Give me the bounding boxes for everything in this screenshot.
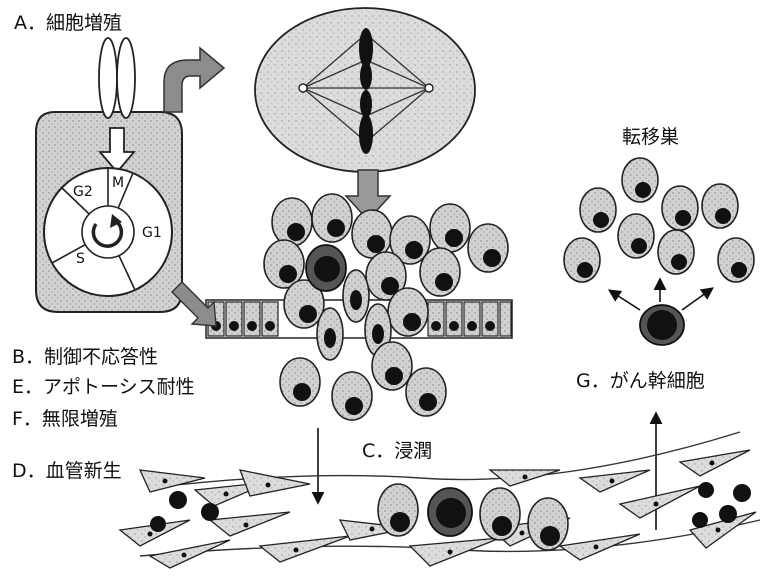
phase-m-label: M bbox=[112, 176, 124, 190]
label-a-proliferation: A．細胞増殖 bbox=[14, 14, 122, 33]
phase-g2-label: G2 bbox=[73, 185, 93, 199]
tumor-mass bbox=[206, 194, 512, 420]
label-e-apoptosis-resistance: E．アポトーシス耐性 bbox=[12, 378, 195, 397]
mitotic-spindle bbox=[255, 8, 475, 172]
label-g-cancer-stem-cell: G．がん幹細胞 bbox=[576, 372, 705, 391]
label-d-angiogenesis: D．血管新生 bbox=[12, 462, 122, 481]
label-f-immortality: F．無限増殖 bbox=[12, 410, 118, 429]
blood-vessel bbox=[120, 432, 760, 568]
label-metastasis: 転移巣 bbox=[622, 128, 679, 147]
phase-g1-label: G1 bbox=[142, 226, 162, 240]
label-b-insensitivity: B．制御不応答性 bbox=[12, 348, 158, 367]
metastasis-cluster bbox=[564, 158, 754, 345]
curved-arrow-icon bbox=[164, 48, 224, 112]
receptor-left-icon bbox=[99, 38, 117, 118]
receptor-right-icon bbox=[117, 38, 135, 118]
label-c-invasion: C．浸潤 bbox=[362, 442, 432, 461]
phase-s-label: S bbox=[76, 252, 85, 266]
